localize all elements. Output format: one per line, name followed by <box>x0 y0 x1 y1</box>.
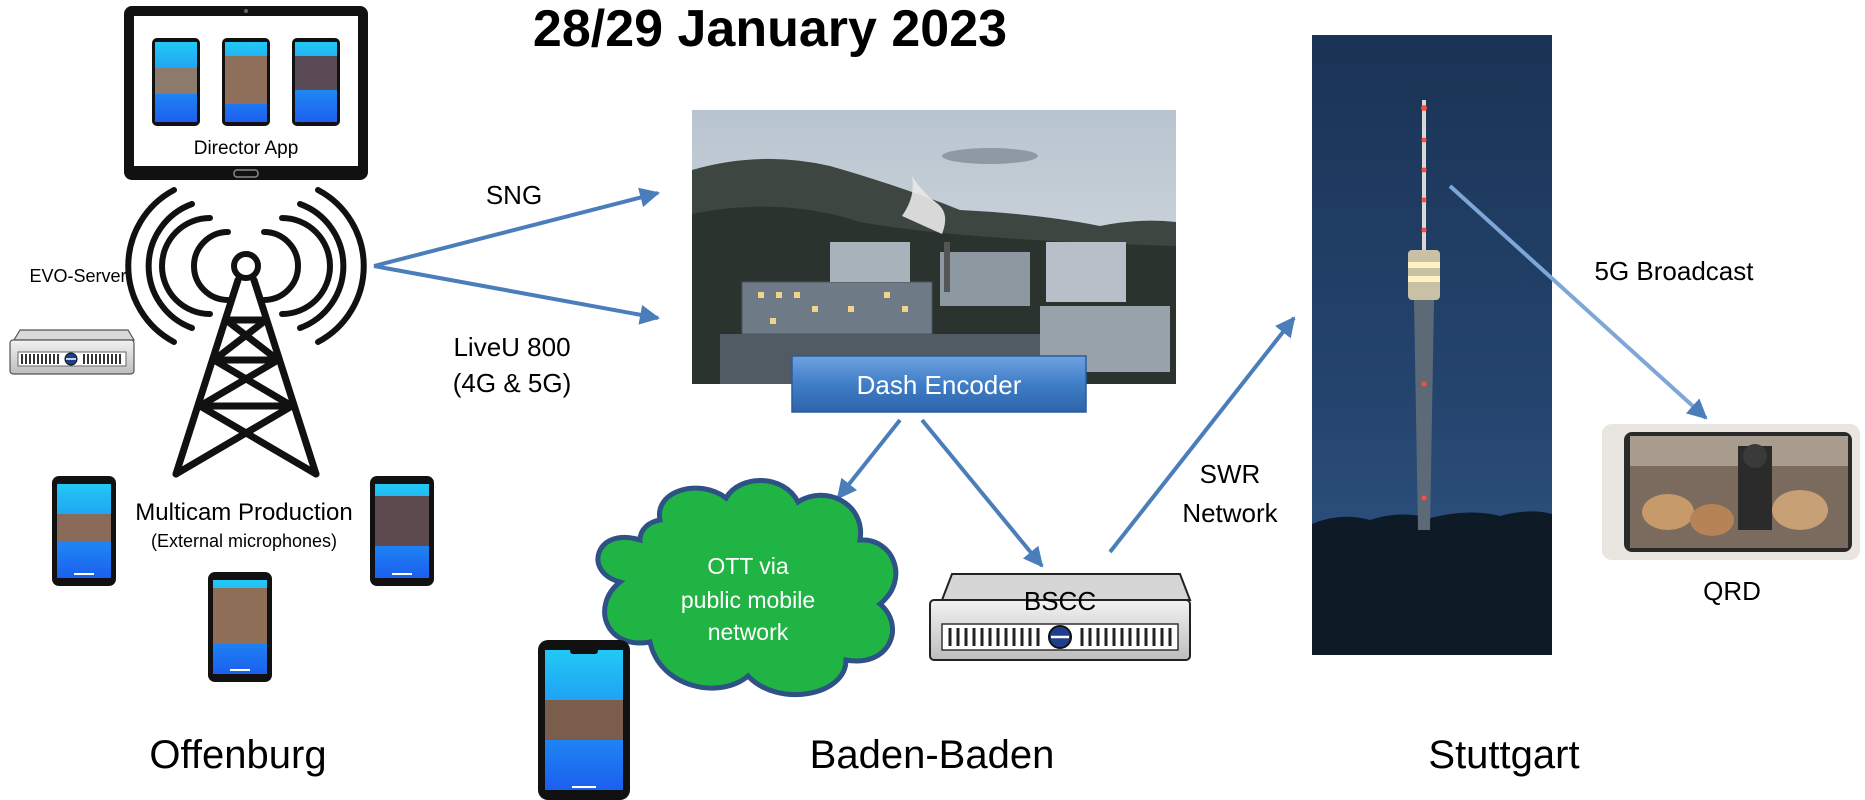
tablet-phone-thumb <box>292 38 340 126</box>
city-label-offenburg: Offenburg <box>149 733 326 777</box>
broadcast-label: 5G Broadcast <box>1595 256 1755 286</box>
arrow-liveu <box>373 264 660 325</box>
external-microphones-label: (External microphones) <box>151 531 337 551</box>
evo-server-icon <box>9 329 136 375</box>
swr-network-label: Network <box>1182 498 1278 528</box>
bscc-server-icon <box>929 573 1192 661</box>
arrow-encoder-to-ott <box>836 418 902 500</box>
liveu-label: LiveU 800 <box>453 332 570 362</box>
city-label-stuttgart: Stuttgart <box>1428 733 1579 777</box>
liveu-network-label: (4G & 5G) <box>453 368 571 398</box>
arrow-sng <box>373 187 660 268</box>
diagram-title: 28/29 January 2023 <box>533 0 1007 58</box>
qrd-label: QRD <box>1703 576 1761 606</box>
tablet-phone-thumb <box>152 38 200 126</box>
antenna-tower-icon <box>125 187 367 478</box>
arrow-encoder-to-bscc <box>920 418 1044 568</box>
city-label-baden-baden: Baden-Baden <box>810 733 1055 777</box>
arrow-5g-broadcast <box>1448 184 1708 420</box>
multicam-phone-left <box>52 476 116 586</box>
baden-baden-studio-photo <box>692 110 1176 384</box>
public-mobile-label: public mobile <box>681 587 815 613</box>
ott-label: OTT via <box>707 553 789 579</box>
network-label: network <box>708 619 789 645</box>
multicam-production-label: Multicam Production <box>135 499 352 526</box>
bscc-label: BSCC <box>1024 586 1096 616</box>
evo-server-label: EVO-Server <box>29 266 126 286</box>
ott-phone <box>538 640 630 800</box>
arrow-swr-network <box>1108 316 1296 554</box>
director-app-label: Director App <box>194 138 299 159</box>
director-app-tablet: Director App <box>124 6 368 180</box>
dash-encoder-label: Dash Encoder <box>857 370 1022 400</box>
tablet-phone-thumb <box>222 38 270 126</box>
qrd-device-photo <box>1602 424 1860 560</box>
sng-label: SNG <box>486 180 542 210</box>
stuttgart-tv-tower-photo <box>1312 35 1552 655</box>
multicam-phone-bottom <box>208 572 272 682</box>
ott-cloud-shape <box>595 478 899 698</box>
swr-label: SWR <box>1200 459 1261 489</box>
multicam-phone-right <box>370 476 434 586</box>
dash-encoder-box: Dash Encoder <box>791 355 1087 413</box>
